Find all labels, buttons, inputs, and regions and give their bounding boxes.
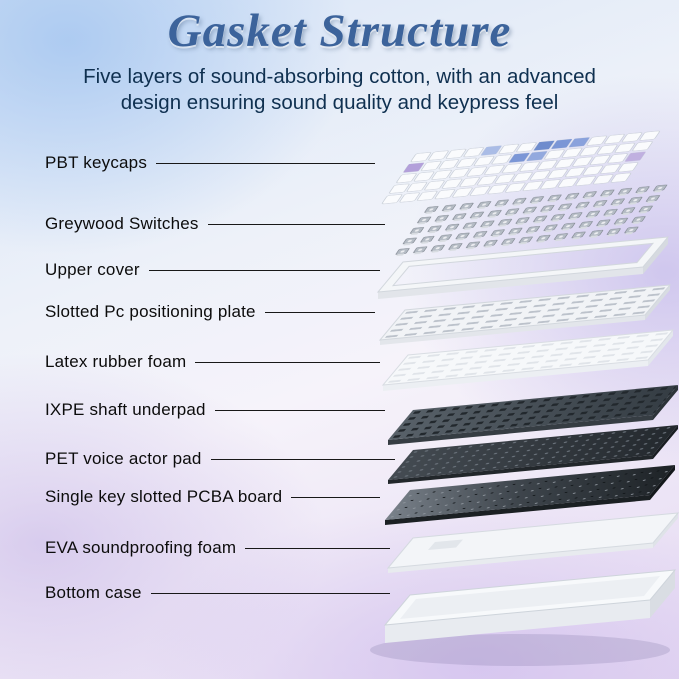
leader-line bbox=[207, 223, 385, 225]
label-greywood-switches: Greywood Switches bbox=[45, 213, 385, 235]
layer-pcba-board bbox=[385, 465, 675, 525]
layer-keycaps bbox=[380, 129, 663, 205]
page-subtitle: Five layers of sound-absorbing cotton, w… bbox=[0, 64, 679, 115]
label-pet-pad: PET voice actor pad bbox=[45, 448, 395, 470]
layer-ixpe-underpad bbox=[388, 385, 678, 445]
leader-line bbox=[148, 269, 380, 271]
label-text: IXPE shaft underpad bbox=[45, 400, 206, 419]
leader-line bbox=[195, 361, 380, 363]
leader-line bbox=[214, 409, 385, 411]
keyboard-shadow bbox=[370, 634, 670, 666]
layer-eva-foam bbox=[386, 512, 679, 573]
leader-line bbox=[291, 496, 380, 498]
label-positioning-plate: Slotted Pc positioning plate bbox=[45, 301, 375, 323]
label-latex-foam: Latex rubber foam bbox=[45, 351, 380, 373]
label-pcba-board: Single key slotted PCBA board bbox=[45, 486, 380, 508]
label-ixpe-underpad: IXPE shaft underpad bbox=[45, 399, 385, 421]
subtitle-line-2: design ensuring sound quality and keypre… bbox=[120, 90, 559, 114]
label-eva-foam: EVA soundproofing foam bbox=[45, 537, 390, 559]
leader-line bbox=[150, 592, 390, 594]
layer-upper-cover bbox=[376, 236, 670, 299]
leader-line bbox=[264, 311, 375, 313]
label-upper-cover: Upper cover bbox=[45, 259, 380, 281]
label-text: PBT keycaps bbox=[45, 153, 148, 172]
label-text: Latex rubber foam bbox=[45, 352, 187, 371]
layer-switches bbox=[390, 182, 673, 258]
label-text: Slotted Pc positioning plate bbox=[45, 302, 256, 321]
label-text: Bottom case bbox=[45, 583, 142, 602]
layer-pet-pad bbox=[388, 425, 678, 484]
label-text: PET voice actor pad bbox=[45, 449, 202, 468]
label-bottom-case: Bottom case bbox=[45, 582, 390, 604]
leader-line bbox=[245, 547, 390, 549]
page-title: Gasket Structure bbox=[167, 5, 512, 57]
layer-bottom-case bbox=[383, 569, 677, 643]
layer-latex-foam bbox=[381, 329, 675, 391]
label-text: Upper cover bbox=[45, 260, 140, 279]
label-pbt-keycaps: PBT keycaps bbox=[45, 152, 375, 174]
label-text: EVA soundproofing foam bbox=[45, 538, 237, 557]
layer-positioning-plate bbox=[378, 284, 672, 345]
label-text: Greywood Switches bbox=[45, 214, 199, 233]
subtitle-line-1: Five layers of sound-absorbing cotton, w… bbox=[83, 65, 596, 88]
label-text: Single key slotted PCBA board bbox=[45, 487, 283, 506]
leader-line bbox=[210, 458, 395, 460]
leader-line bbox=[156, 162, 375, 164]
